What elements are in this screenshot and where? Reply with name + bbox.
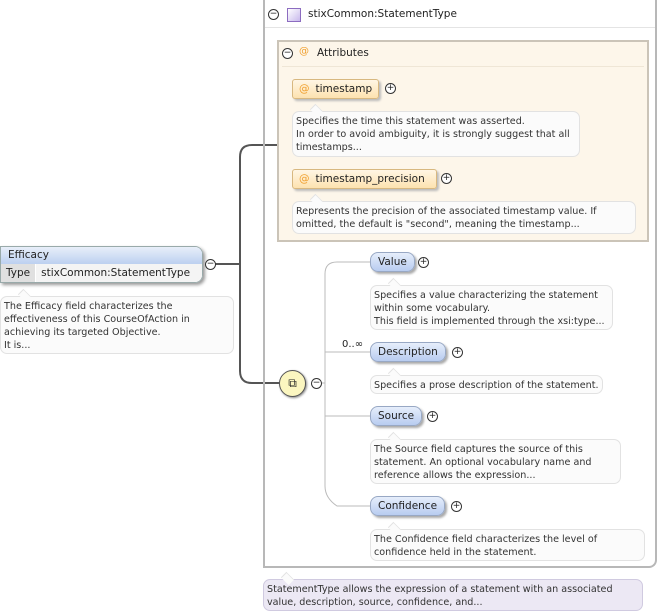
element-efficacy[interactable]: Efficacy Type stixCommon:StatementType <box>0 246 203 283</box>
attribute-icon: @ <box>299 46 309 57</box>
attribute-doc: Represents the precision of the associat… <box>292 201 636 234</box>
collapse-sequence-icon[interactable]: − <box>311 378 322 389</box>
expand-icon[interactable]: + <box>441 173 452 184</box>
collapse-element-icon[interactable]: − <box>205 259 216 270</box>
type-value: stixCommon:StatementType <box>41 267 191 279</box>
child-doc: The Source field captures the source of … <box>370 439 621 484</box>
complex-type-icon <box>287 8 301 22</box>
element-name: Efficacy <box>1 247 202 264</box>
attribute-name: timestamp <box>315 83 373 95</box>
child-value[interactable]: Value <box>370 252 415 272</box>
cardinality-label: 0..∞ <box>342 339 364 350</box>
attribute-timestamp[interactable]: @ timestamp <box>292 79 379 99</box>
attributes-title: Attributes <box>317 47 369 59</box>
expand-icon[interactable]: + <box>452 347 463 358</box>
attribute-timestamp-precision[interactable]: @ timestamp_precision <box>292 169 437 189</box>
type-doc: StatementType allows the expression of a… <box>263 579 643 611</box>
type-label: Type <box>1 264 37 282</box>
attribute-doc: Specifies the time this statement was as… <box>292 111 580 157</box>
type-title: stixCommon:StatementType <box>308 8 457 20</box>
child-confidence[interactable]: Confidence <box>370 496 446 516</box>
child-source[interactable]: Source <box>370 406 423 426</box>
attribute-name: timestamp_precision <box>315 173 425 185</box>
child-description[interactable]: Description <box>370 342 446 362</box>
statement-type-box <box>263 0 657 568</box>
sequence-compositor-icon[interactable]: ⧉ <box>279 370 306 397</box>
collapse-type-icon[interactable]: − <box>268 9 279 20</box>
expand-icon[interactable]: + <box>385 83 396 94</box>
collapse-attributes-icon[interactable]: − <box>282 48 293 59</box>
expand-icon[interactable]: + <box>418 257 429 268</box>
child-doc: Specifies a value characterizing the sta… <box>370 285 613 330</box>
child-doc: Specifies a prose description of the sta… <box>370 375 603 394</box>
expand-icon[interactable]: + <box>427 411 438 422</box>
attribute-icon: @ <box>299 83 310 95</box>
child-doc: The Confidence field characterizes the l… <box>370 529 645 561</box>
attribute-icon: @ <box>299 173 310 185</box>
expand-icon[interactable]: + <box>451 501 462 512</box>
